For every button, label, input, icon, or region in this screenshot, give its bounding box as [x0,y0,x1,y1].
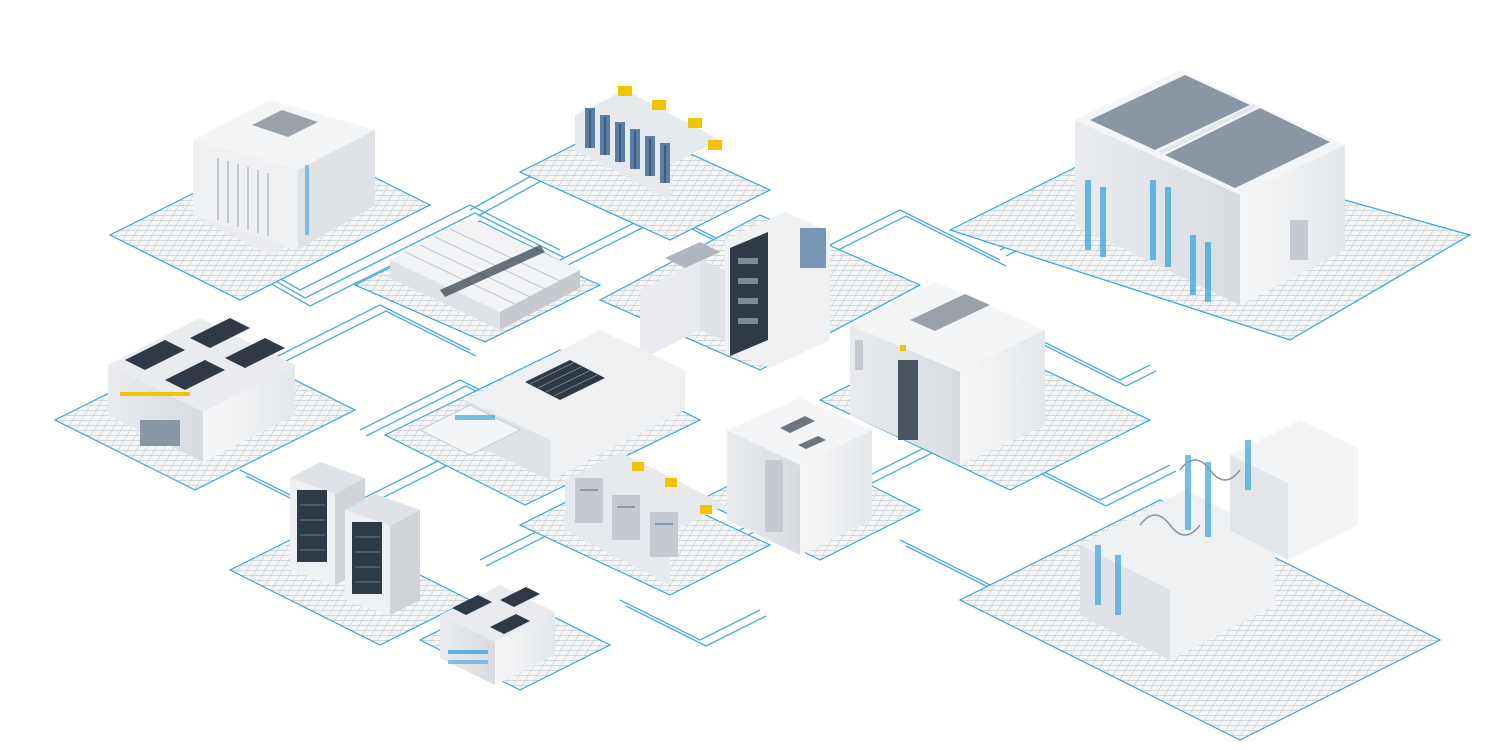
exhaust-vent-module [418,330,685,480]
cooling-rack-module [575,86,722,200]
central-equipment-tower [640,212,830,368]
main-power-enclosure [850,282,1045,465]
server-cabinet-module [193,100,375,255]
small-utility-box [727,398,872,555]
large-datacenter-hall [1075,70,1345,305]
flat-roof-shed-module [390,218,580,330]
twin-rack-module [290,462,420,615]
substation-equipment-module [1080,420,1358,660]
battery-unit-module [440,585,555,685]
generator-cluster-module [565,452,725,585]
solar-roof-building [108,318,295,462]
